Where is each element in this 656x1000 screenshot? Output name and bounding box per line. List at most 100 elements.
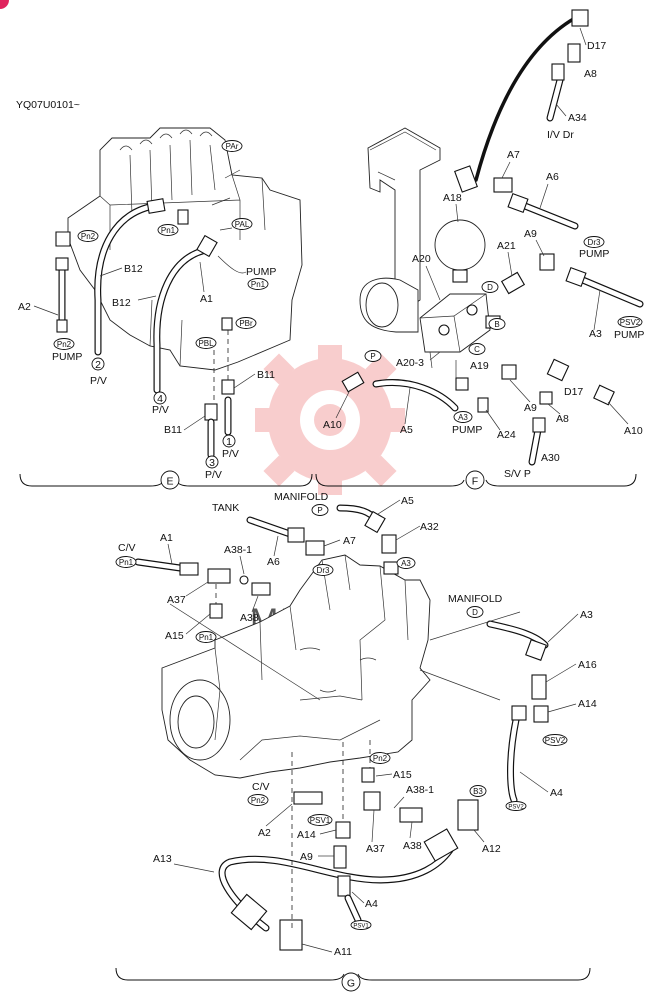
tag-b3-g: B3 (473, 787, 483, 796)
label-b11-right: B11 (257, 369, 275, 381)
label-a38-bottom: A38 (403, 840, 422, 852)
dest-pv-3: P/V (205, 469, 222, 481)
tag-pbr: PBr (239, 319, 253, 328)
tag-psv2-f: PSV2 (620, 318, 641, 327)
label-a21: A21 (497, 240, 516, 252)
dest-pump-dr3: PUMP (579, 248, 609, 260)
dest-manifold-top: MANIFOLD (274, 491, 329, 503)
section-f-marker: F (472, 476, 478, 488)
label-a19: A19 (470, 360, 489, 372)
label-b11-left: B11 (164, 424, 182, 436)
dest-pv-2: P/V (90, 375, 107, 387)
label-a37-bottom: A37 (366, 843, 385, 855)
label-a8-lower: A8 (556, 413, 569, 425)
label-d17-lower: D17 (564, 386, 583, 398)
label-a8-top: A8 (584, 68, 597, 80)
label-a4-right: A4 (550, 787, 563, 799)
drawing-code: YQ07U0101~ (16, 99, 80, 111)
label-a38-1-bottom: A38-1 (406, 784, 434, 796)
circled-3: 3 (209, 457, 215, 469)
label-a7: A7 (507, 149, 520, 161)
circled-4: 4 (157, 393, 163, 405)
tag-d-f: D (487, 283, 493, 292)
label-a9-lower: A9 (524, 402, 537, 414)
dest-manifold-right: MANIFOLD (448, 593, 503, 605)
section-f-accumulator-assembly (341, 9, 644, 466)
tag-p-g: P (317, 506, 322, 515)
label-a20: A20 (412, 253, 431, 265)
tag-d-g: D (472, 608, 478, 617)
section-e-control-valve (55, 127, 303, 459)
tag-pal: PAL (235, 220, 250, 229)
label-a10-right: A10 (624, 425, 643, 437)
dest-pv-4: P/V (152, 404, 169, 416)
label-b12-upper: B12 (124, 263, 143, 275)
corner-badge (0, 0, 9, 9)
tag-dr3-g: Dr3 (317, 566, 330, 575)
tag-psv1-small: PSV1 (353, 924, 369, 930)
tag-p-f: P (370, 352, 375, 361)
label-a38-1-top: A38-1 (224, 544, 252, 556)
tag-pbl: PBL (198, 339, 214, 348)
circled-2: 2 (95, 359, 101, 371)
label-a24: A24 (497, 429, 516, 441)
label-a6: A6 (546, 171, 559, 183)
tag-psv2-g: PSV2 (545, 736, 566, 745)
dest-pump-pn2: PUMP (52, 351, 82, 363)
label-a3-g: A3 (580, 609, 593, 621)
dest-iv-dr: I/V Dr (547, 129, 574, 141)
section-f-labels: D17 A8 A34 I/V Dr A7 A6 A18 A21 A9 A20 A… (323, 27, 644, 480)
tag-pn1-pump: Pn1 (251, 280, 266, 289)
label-a18: A18 (443, 192, 462, 204)
label-a14-bottom: A14 (297, 829, 316, 841)
label-a9-g: A9 (300, 851, 313, 863)
tag-pn2: Pn2 (81, 232, 96, 241)
label-b12-lower: B12 (112, 297, 131, 309)
label-a20-3: A20-3 (396, 357, 424, 369)
label-a9-upper: A9 (524, 228, 537, 240)
tag-a3-g: A3 (401, 559, 411, 568)
section-divider-g: G (115, 967, 591, 992)
tag-dr3-f: Dr3 (588, 238, 601, 247)
label-a3-f: A3 (589, 328, 602, 340)
section-e-labels: PAr PAL Pn1 Pn2 Pn1 PBr PBL Pn2 PUMP PUM… (18, 140, 276, 481)
label-a1-g: A1 (160, 532, 173, 544)
tag-par: PAr (226, 142, 239, 151)
dest-cv-bottom: C/V (252, 781, 270, 793)
section-e-marker: E (166, 476, 173, 488)
label-a5-f: A5 (400, 424, 413, 436)
label-a1: A1 (200, 293, 213, 305)
label-a30: A30 (541, 452, 560, 464)
label-a32: A32 (420, 521, 439, 533)
dest-pump-pn1: PUMP (246, 266, 276, 278)
tag-psv1-g: PSV1 (310, 816, 331, 825)
circled-1: 1 (226, 436, 232, 448)
label-a15-top: A15 (165, 630, 184, 642)
label-a15-bottom: A15 (393, 769, 412, 781)
label-a4-bottom: A4 (365, 898, 378, 910)
label-a16: A16 (578, 659, 597, 671)
dest-cv-top: C/V (118, 542, 136, 554)
section-g-marker: G (347, 978, 355, 990)
dest-pump-a3: PUMP (452, 424, 482, 436)
dest-tank: TANK (212, 502, 239, 514)
label-a10-left: A10 (323, 419, 342, 431)
tag-pn1-g-b: Pn1 (199, 633, 214, 642)
label-a7-g: A7 (343, 535, 356, 547)
section-divider-ef: E F (19, 470, 637, 490)
label-d17-top: D17 (587, 40, 606, 52)
tag-pn1-g-a: Pn1 (119, 558, 134, 567)
label-a14-right: A14 (578, 698, 597, 710)
watermark-gear-logo (255, 345, 405, 495)
dest-pump-psv2: PUMP (614, 329, 644, 341)
tag-pn2-g-a: Pn2 (373, 754, 388, 763)
tag-a3-f: A3 (458, 413, 468, 422)
label-a2: A2 (18, 301, 31, 313)
label-a38-top: A38 (240, 612, 259, 624)
label-a12: A12 (482, 843, 501, 855)
label-a37-top: A37 (167, 594, 186, 606)
dest-pv-1: P/V (222, 448, 239, 460)
label-a6-g: A6 (267, 556, 280, 568)
tag-psv2-small: PSV2 (508, 805, 524, 811)
